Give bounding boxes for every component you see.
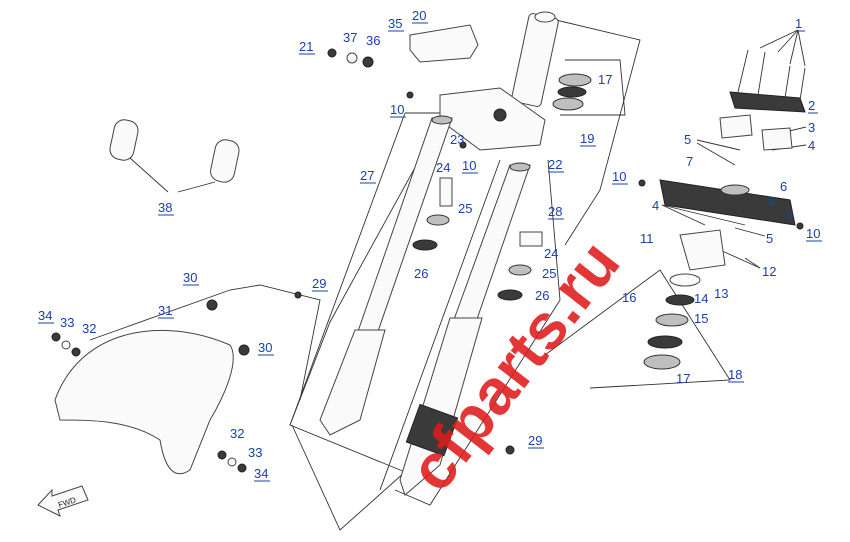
callout-24a[interactable]: 24 <box>436 160 450 175</box>
callout-10b[interactable]: 10 <box>806 226 820 241</box>
callout-33b[interactable]: 33 <box>248 445 262 460</box>
callout-6[interactable]: 6 <box>780 179 787 194</box>
callout-17b[interactable]: 17 <box>676 371 690 386</box>
callout-2[interactable]: 2 <box>808 98 815 113</box>
callout-20[interactable]: 20 <box>412 8 426 23</box>
callout-34a[interactable]: 34 <box>38 308 52 323</box>
parts <box>51 11 806 496</box>
callout-underlines <box>38 22 822 482</box>
callout-26b[interactable]: 26 <box>535 288 549 303</box>
callout-13[interactable]: 13 <box>714 286 728 301</box>
callout-25a[interactable]: 25 <box>458 201 472 216</box>
callout-17a[interactable]: 17 <box>598 72 612 87</box>
callout-30a[interactable]: 30 <box>183 270 197 285</box>
callout-1[interactable]: 1 <box>795 16 802 31</box>
callout-14[interactable]: 14 <box>694 291 708 306</box>
callout-24b[interactable]: 24 <box>544 246 558 261</box>
callout-5[interactable]: 5 <box>684 132 691 147</box>
callout-35[interactable]: 35 <box>388 16 402 31</box>
callout-3[interactable]: 3 <box>808 120 815 135</box>
callout-21[interactable]: 21 <box>299 39 313 54</box>
callout-10d[interactable]: 10 <box>462 158 476 173</box>
callout-16[interactable]: 16 <box>622 290 636 305</box>
callout-23[interactable]: 23 <box>450 132 464 147</box>
callout-26a[interactable]: 26 <box>414 266 428 281</box>
callout-38[interactable]: 38 <box>158 200 172 215</box>
callout-27[interactable]: 27 <box>360 168 374 183</box>
callout-36[interactable]: 36 <box>366 33 380 48</box>
callout-12[interactable]: 12 <box>762 264 776 279</box>
callout-19[interactable]: 19 <box>580 131 594 146</box>
callout-29b[interactable]: 29 <box>528 433 542 448</box>
callout-5b[interactable]: 5 <box>766 231 773 246</box>
callout-18[interactable]: 18 <box>728 367 742 382</box>
callout-32a[interactable]: 32 <box>82 321 96 336</box>
callout-32b[interactable]: 32 <box>230 426 244 441</box>
callout-11[interactable]: 11 <box>640 231 654 246</box>
callout-37[interactable]: 37 <box>343 30 357 45</box>
leader-lines <box>89 14 807 531</box>
callout-7[interactable]: 7 <box>686 154 693 169</box>
callout-15[interactable]: 15 <box>694 311 708 326</box>
callout-labels: 1 2 3 4 5 4 5 6 7 8 9 10 10 10 10 11 12 … <box>38 8 820 481</box>
callout-33a[interactable]: 33 <box>60 315 74 330</box>
callout-10a[interactable]: 10 <box>612 169 626 184</box>
callout-22[interactable]: 22 <box>548 157 562 172</box>
callout-8[interactable]: 8 <box>768 194 775 209</box>
callout-10c[interactable]: 10 <box>390 102 404 117</box>
fwd-arrow-icon: FWD <box>37 485 89 517</box>
callout-28[interactable]: 28 <box>548 204 562 219</box>
callout-29a[interactable]: 29 <box>312 276 326 291</box>
callout-25b[interactable]: 25 <box>542 266 556 281</box>
callout-9[interactable]: 9 <box>786 207 793 222</box>
callout-31[interactable]: 31 <box>158 303 172 318</box>
callout-34b[interactable]: 34 <box>254 466 268 481</box>
callout-4[interactable]: 4 <box>808 138 815 153</box>
callout-4b[interactable]: 4 <box>652 198 659 213</box>
callout-30b[interactable]: 30 <box>258 340 272 355</box>
